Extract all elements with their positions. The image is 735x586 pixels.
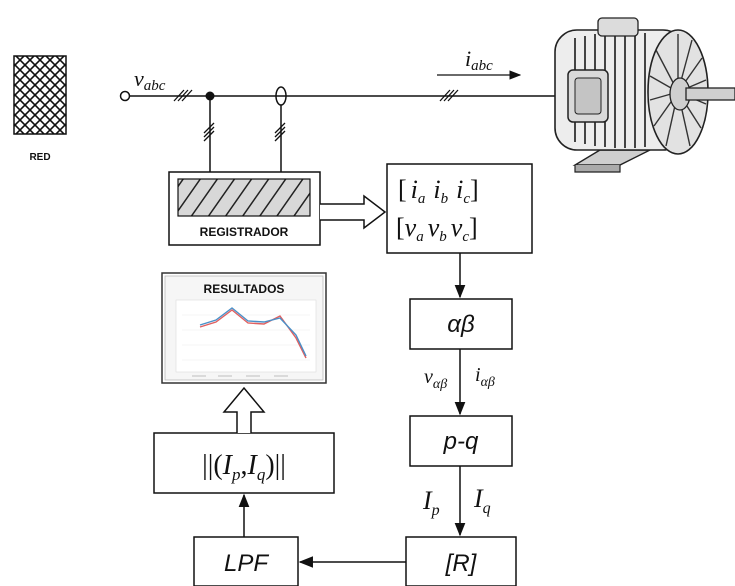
- alphabeta-label: αβ: [447, 311, 475, 338]
- i-alphabeta-label: iαβ: [475, 364, 495, 390]
- lpf-label: LPF: [224, 550, 269, 577]
- norm-label: ||(Ip,Iq)||: [202, 450, 286, 484]
- R-label: [R]: [445, 550, 478, 577]
- Iq-label: Iq: [473, 484, 491, 517]
- registrador-block: REGISTRADOR: [168, 171, 321, 246]
- v-abc-label: vabc: [134, 66, 166, 94]
- R-block: [R]: [405, 536, 517, 586]
- pq-label: p-q: [443, 428, 479, 455]
- grid-label: RED: [29, 152, 50, 163]
- measurement-taps: [203, 96, 286, 172]
- registrador-label: REGISTRADOR: [200, 225, 289, 239]
- norm-block: ||(Ip,Iq)||: [153, 432, 335, 494]
- alphabeta-block: αβ: [409, 298, 513, 350]
- hollow-arrow-to-abc: [320, 194, 387, 230]
- pq-block: p-q: [409, 415, 513, 467]
- power-line: [119, 86, 560, 106]
- resultados-block: RESULTADOS: [161, 272, 327, 384]
- induction-motor-icon: [554, 17, 735, 173]
- results-series-a: [199, 309, 307, 359]
- lpf-block: LPF: [193, 536, 299, 586]
- i-abc-label: iabc: [465, 46, 493, 74]
- Ip-label: Ip: [422, 486, 440, 519]
- resultados-label: RESULTADOS: [204, 282, 285, 296]
- grid-source: RED: [13, 55, 67, 163]
- hollow-arrow-to-results: [222, 386, 266, 433]
- v-alphabeta-label: vαβ: [424, 366, 447, 392]
- results-series-b: [199, 307, 307, 357]
